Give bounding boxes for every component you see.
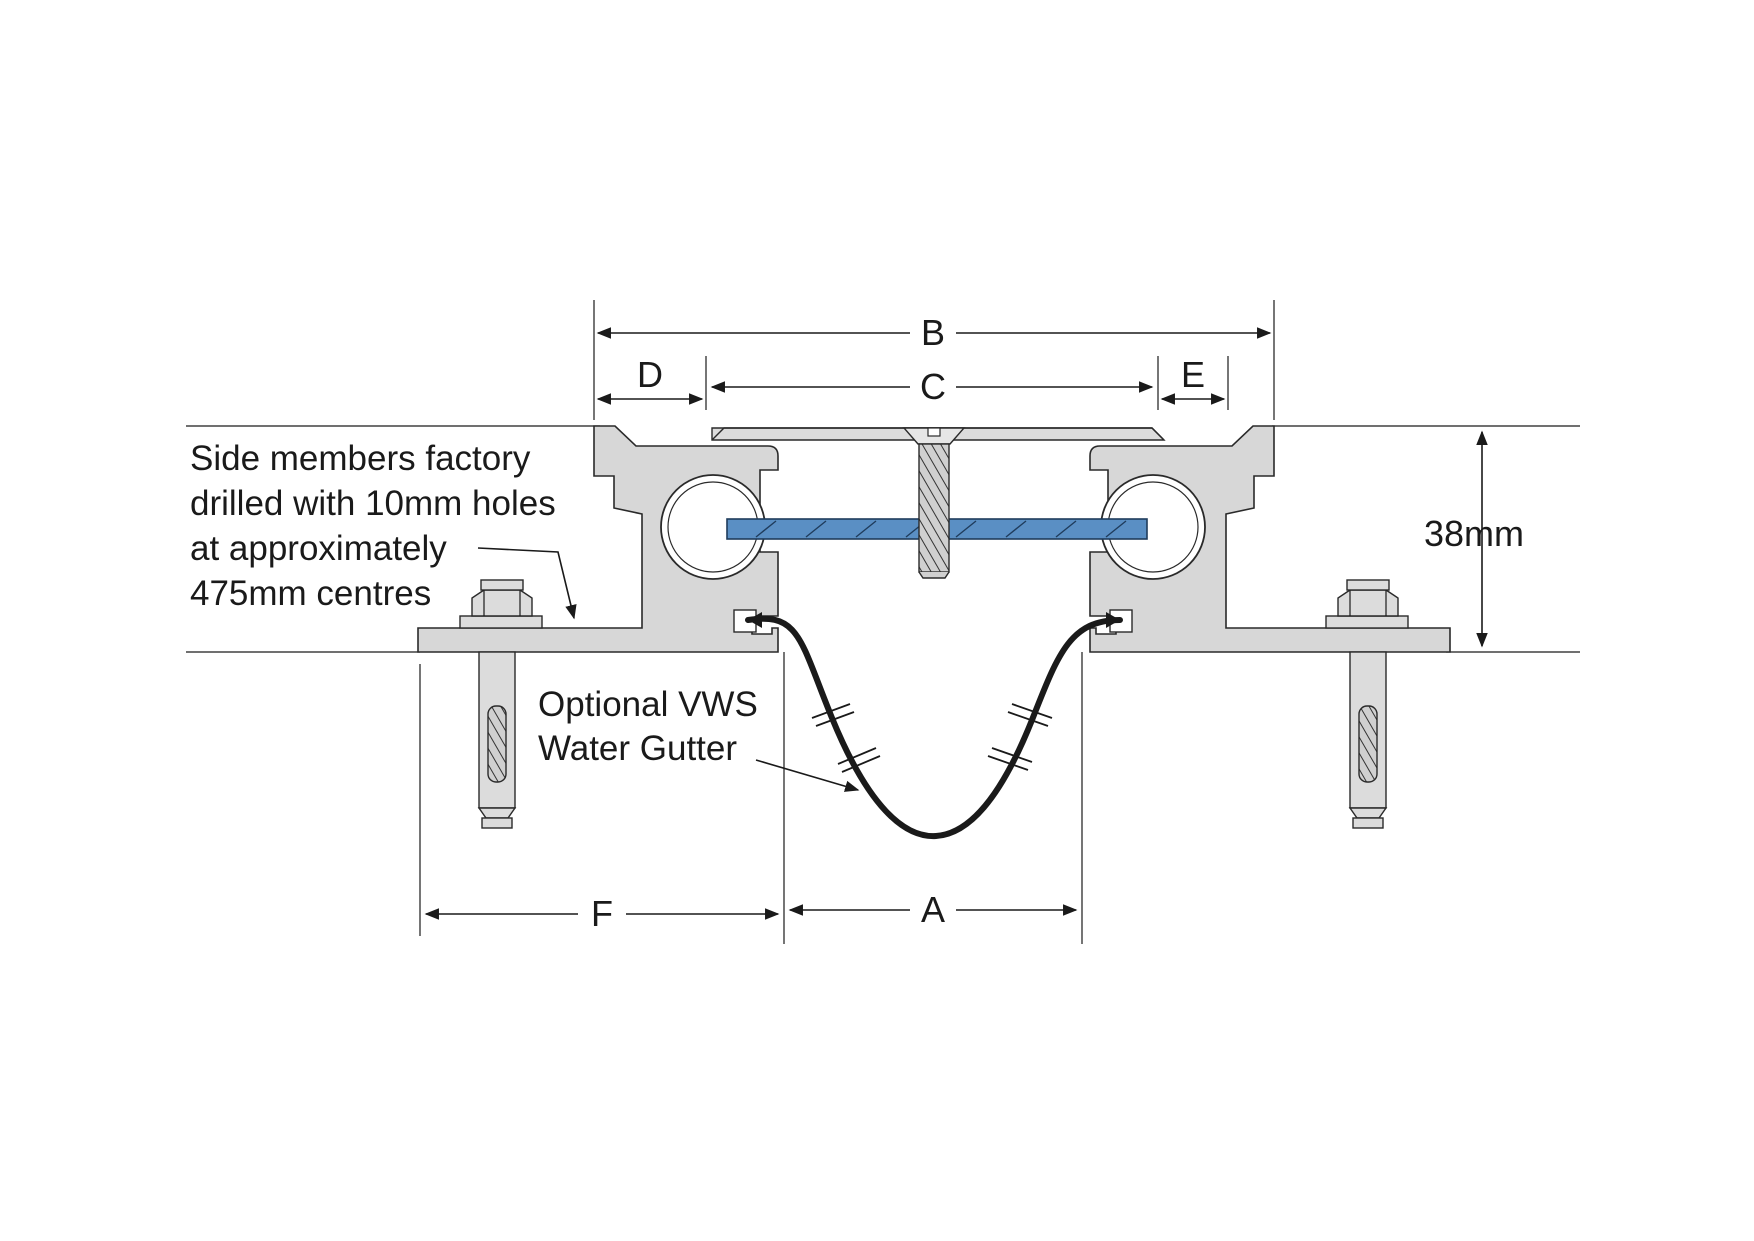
slab-outline [186,425,1580,944]
dimension-d: D [596,354,704,405]
side-members-note-line-3: at approximately [190,529,447,568]
dimension-height-label: 38mm [1424,513,1524,554]
countersunk-screw [902,427,966,579]
dimension-f-label: F [591,893,613,934]
dimension-a: A [788,889,1078,930]
dimension-height: 38mm [1424,430,1524,648]
dimension-a-label: A [921,889,945,930]
dimension-f: F [424,893,780,934]
water-gutter [745,615,1123,840]
gutter-break-marks [811,703,1053,773]
side-members-note-line-4: 475mm centres [190,574,431,613]
gutter-note-line-2: Water Gutter [538,729,737,768]
dimension-e-label: E [1181,354,1205,395]
gutter-callout: Optional VWS Water Gutter [538,685,860,792]
dimension-e: E [1160,354,1229,410]
side-members-note-line-1: Side members factory [190,439,531,478]
right-anchor-bolt [1325,579,1409,829]
dimension-b: B [593,300,1275,420]
dimension-b-label: B [921,312,945,353]
gutter-note-line-1: Optional VWS [538,685,758,724]
left-anchor-bolt [459,579,543,829]
dimension-c-label: C [920,366,946,407]
dimension-c: C [705,356,1159,410]
dimension-d-label: D [637,354,663,395]
centre-bar-hatching [755,520,1127,538]
side-members-callout: Side members factory drilled with 10mm h… [190,439,577,620]
side-members-note-line-2: drilled with 10mm holes [190,484,556,523]
